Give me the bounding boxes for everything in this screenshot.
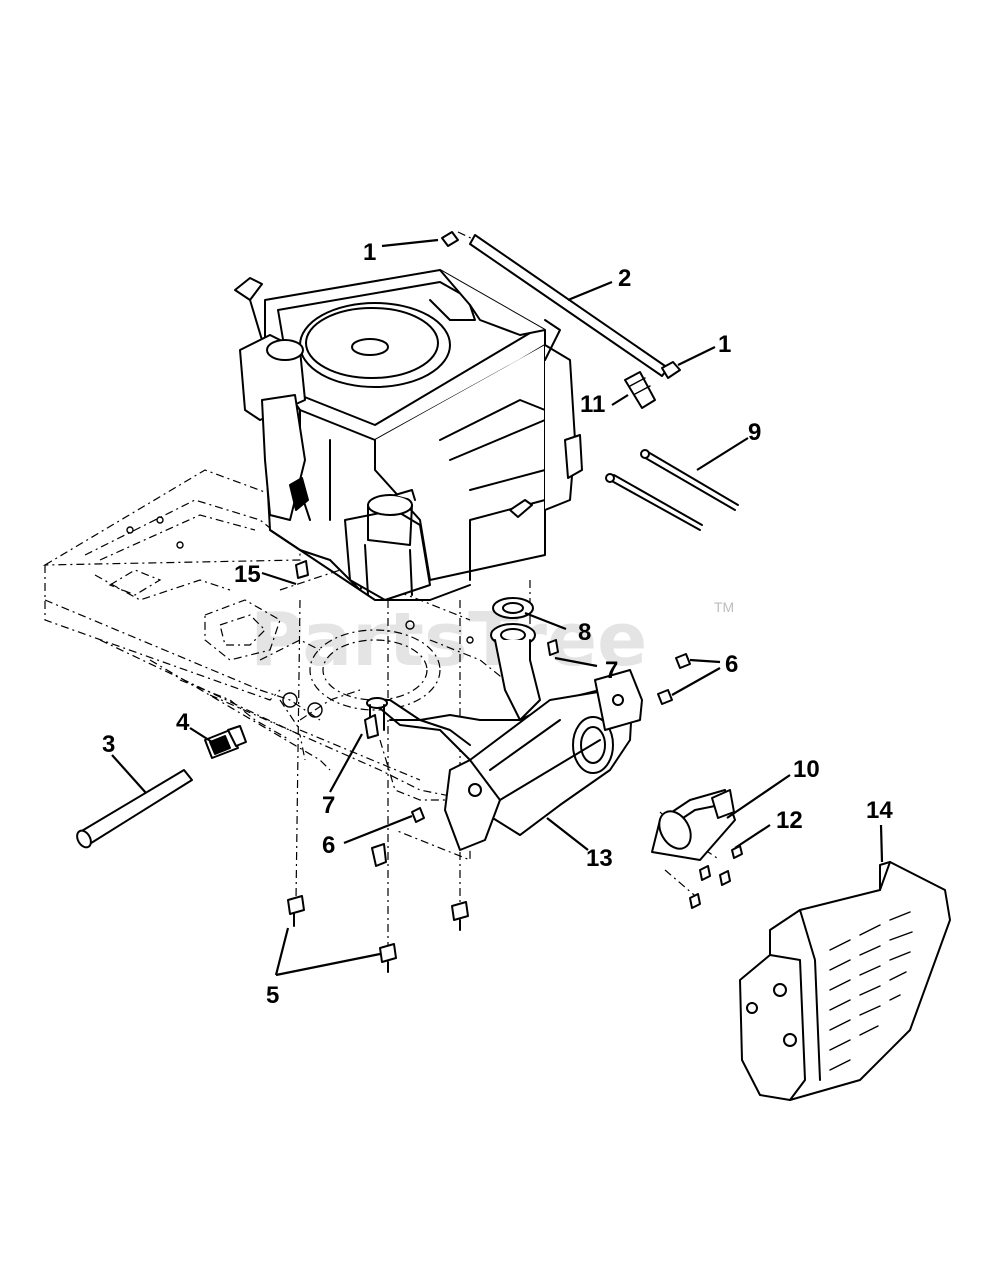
leader-lines	[111, 238, 884, 977]
muffler-bolts[interactable]	[364, 639, 691, 867]
callout-7-right: 7	[605, 657, 618, 684]
muffler[interactable]	[366, 669, 643, 851]
callout-4: 4	[176, 709, 190, 736]
callout-8: 8	[578, 619, 591, 646]
callout-11: 11	[580, 391, 605, 418]
callout-3: 3	[102, 731, 115, 758]
callout-1-right: 1	[718, 331, 731, 358]
heat-shield[interactable]	[739, 861, 951, 1101]
callout-9: 9	[748, 419, 761, 446]
spacer-tube[interactable]	[74, 769, 193, 850]
callout-1-top: 1	[363, 239, 376, 266]
mounting-bolts[interactable]	[287, 560, 469, 973]
watermark-trademark: TM	[714, 599, 734, 615]
cable-ties[interactable]	[605, 449, 739, 531]
callout-2: 2	[618, 265, 631, 292]
callout-14: 14	[866, 797, 893, 824]
callout-labels: 1 2 1 11 9 15 8 7 6 3 4 7 6 13 10 12 14 …	[102, 239, 893, 1009]
exhaust-gaskets[interactable]	[490, 597, 541, 721]
rod[interactable]	[441, 231, 681, 409]
watermark-text: PartsTree	[250, 597, 647, 683]
tractor-frame[interactable]	[42, 469, 521, 861]
callout-6-right: 6	[725, 651, 738, 678]
callout-6-left: 6	[322, 832, 335, 859]
callout-15: 15	[234, 561, 261, 588]
muffler-deflector[interactable]	[651, 789, 743, 909]
heat-shield-vents	[829, 911, 913, 1071]
callout-7-left: 7	[322, 792, 335, 819]
callout-5: 5	[266, 982, 279, 1009]
callout-12: 12	[776, 807, 803, 834]
fitting[interactable]	[204, 725, 247, 759]
callout-10: 10	[793, 756, 820, 783]
callout-13: 13	[586, 845, 613, 872]
watermark: PartsTree TM	[250, 597, 734, 683]
engine[interactable]	[234, 269, 583, 601]
